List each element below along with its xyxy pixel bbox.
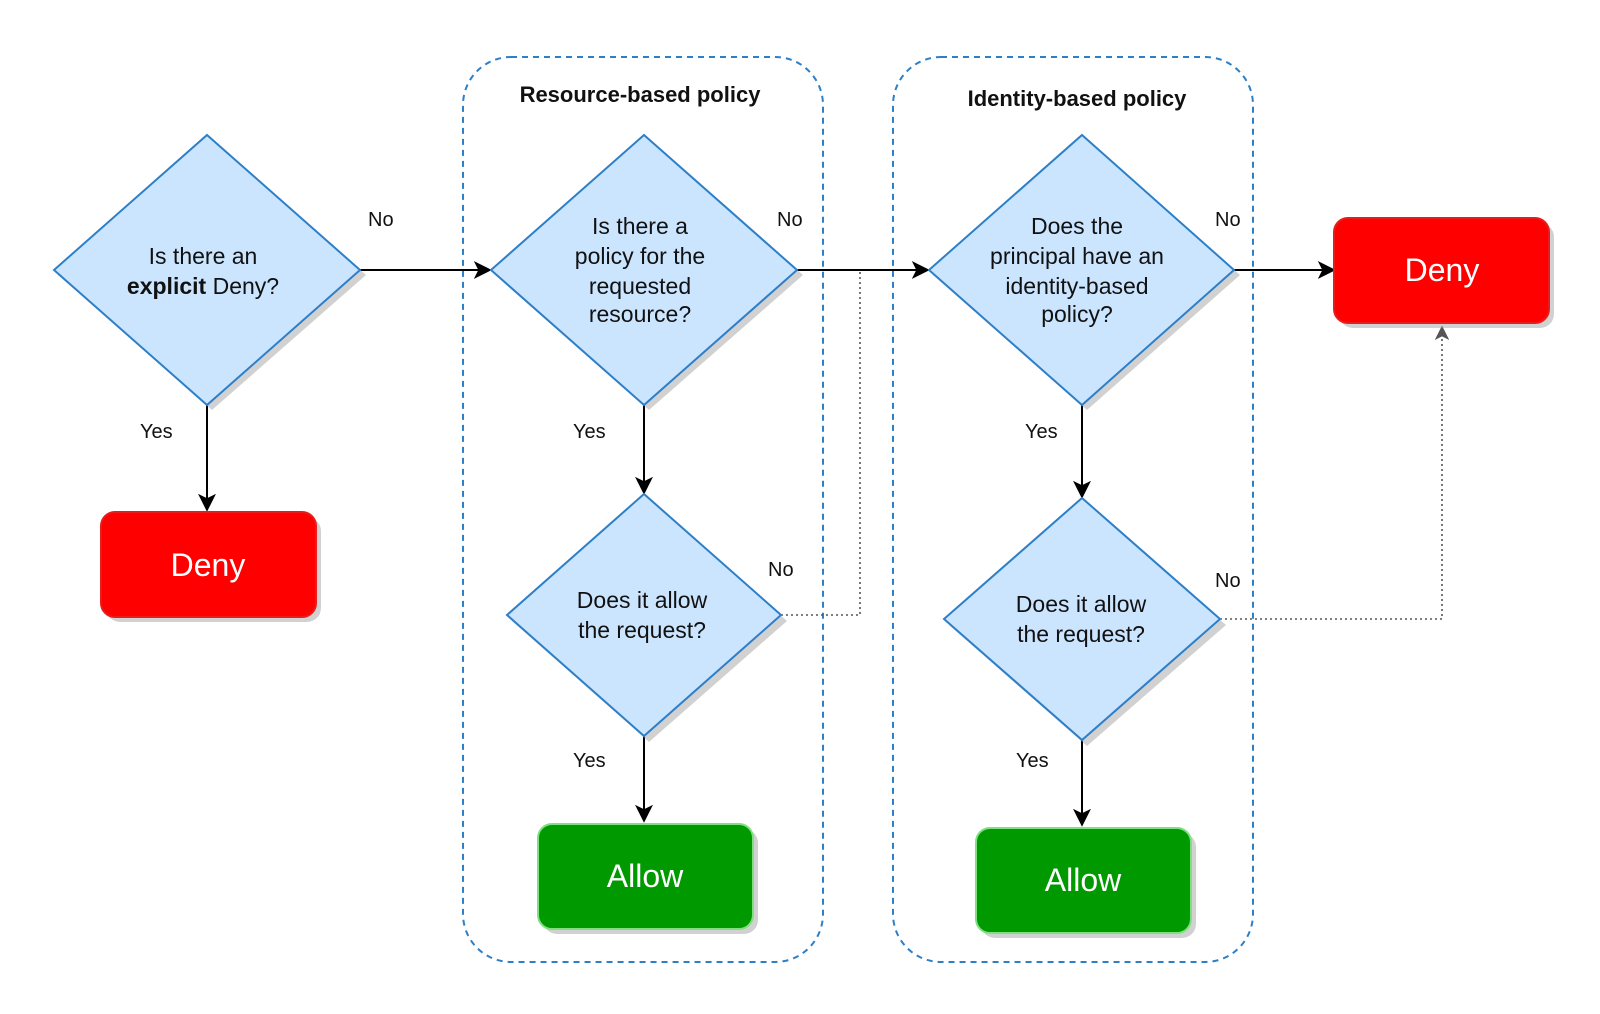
deny-left-label: Deny [171,547,246,583]
resource-allow-line1: Does it allow [577,587,708,613]
label-identity-policy-yes: Yes [1025,421,1058,443]
identity-policy-line2: principal have an [990,243,1164,269]
terminal-deny-right: Deny [1333,217,1554,328]
identity-group-title: Identity-based policy [968,86,1188,111]
allow-identity-label: Allow [1045,862,1122,898]
label-identity-policy-no: No [1215,209,1241,231]
explicit-keyword: explicit [127,273,207,299]
decision-resource-allow: Does it allow the request? [505,492,787,742]
identity-group-border [892,56,1254,963]
identity-policy-line3: identity-based [1005,273,1148,299]
resource-policy-line1: Is there a [592,213,688,239]
resource-group-border [462,56,824,963]
label-identity-allow-no: No [1215,570,1241,592]
decision-resource-policy: Is there a policy for the requested reso… [489,133,803,410]
explicit-deny-rest: Deny? [206,273,279,299]
label-explicit-no: No [368,209,394,231]
terminal-deny-left: Deny [100,511,321,622]
decision-identity-allow: Does it allow the request? [942,496,1226,746]
label-identity-allow-yes: Yes [1016,750,1049,772]
resource-policy-line2: policy for the [575,243,705,269]
explicit-deny-line2: explicit Deny? [127,273,279,299]
resource-based-policy-group: Resource-based policy [462,56,824,963]
identity-policy-line4: policy? [1041,301,1113,327]
resource-policy-line4: resource? [589,301,691,327]
edge-identity-allow-no [1220,325,1450,620]
label-resource-allow-yes: Yes [573,750,606,772]
edge-resource-allow-no [781,270,861,616]
allow-resource-label: Allow [607,858,684,894]
identity-allow-line2: the request? [1017,621,1145,647]
label-resource-allow-no: No [768,559,794,581]
resource-allow-line2: the request? [578,617,706,643]
explicit-deny-line1: Is there an [149,243,258,269]
deny-right-label: Deny [1405,252,1480,288]
edge-labels: No Yes No Yes No Yes No Yes No Yes [140,209,1241,772]
label-resource-policy-yes: Yes [573,421,606,443]
terminal-allow-identity: Allow [975,827,1196,938]
decision-explicit-deny: Is there an explicit Deny? [52,133,366,410]
decision-identity-policy: Does the principal have an identity-base… [927,133,1240,410]
label-resource-policy-no: No [777,209,803,231]
terminal-allow-resource: Allow [537,823,758,934]
identity-allow-line1: Does it allow [1016,591,1147,617]
edges [198,261,1450,827]
resource-policy-line3: requested [589,273,691,299]
identity-policy-line1: Does the [1031,213,1123,239]
label-explicit-yes: Yes [140,421,173,443]
identity-based-policy-group: Identity-based policy [892,56,1254,963]
resource-group-title: Resource-based policy [520,82,762,107]
